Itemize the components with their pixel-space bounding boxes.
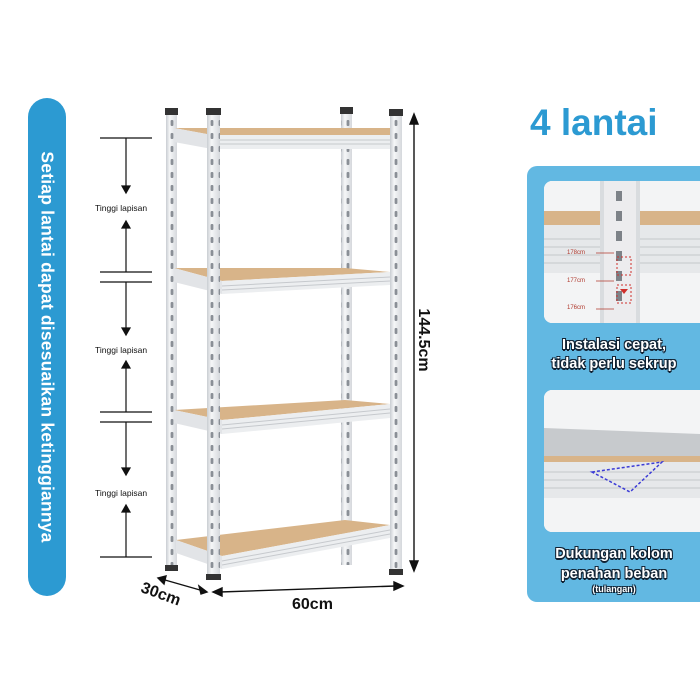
boltless-install-image [544, 181, 700, 323]
height-dimension-line [408, 112, 420, 573]
tier-height-label-2: Tinggi lapisan [95, 345, 148, 355]
shelf-4 [176, 520, 391, 569]
back-left-post [165, 108, 178, 570]
shelf-3 [174, 400, 391, 434]
tier-height-markers [100, 137, 152, 558]
support-caption-sub: (tulangan) [592, 584, 636, 594]
width-dimension-line [211, 580, 405, 598]
tier-height-label-1: Tinggi lapisan [95, 203, 148, 213]
depth-dimension-line [156, 575, 209, 595]
adjustable-height-banner [28, 98, 66, 596]
shelf-1 [174, 128, 390, 149]
measure-label-3: 176cm [567, 305, 586, 311]
front-right-post [389, 109, 403, 575]
shelf-2 [174, 268, 391, 294]
back-right-post [340, 107, 353, 565]
support-caption-line2: penahan beban [560, 566, 668, 582]
front-left-post [206, 108, 221, 580]
boltless-caption-line1: Instalasi cepat, [562, 337, 666, 353]
boltless-caption-line2: tidak perlu sekrup [551, 356, 677, 372]
width-dimension-label: 60cm [292, 596, 333, 613]
measure-label-1: 178cm [567, 250, 586, 256]
tier-count-title: 4 lantai [530, 102, 658, 143]
measure-label-2: 177cm [567, 278, 586, 284]
height-dimension-label: 144.5cm [415, 308, 432, 372]
tier-height-label-3: Tinggi lapisan [95, 488, 148, 498]
support-rib-image [544, 390, 700, 532]
support-caption-line1: Dukungan kolom [555, 546, 673, 562]
